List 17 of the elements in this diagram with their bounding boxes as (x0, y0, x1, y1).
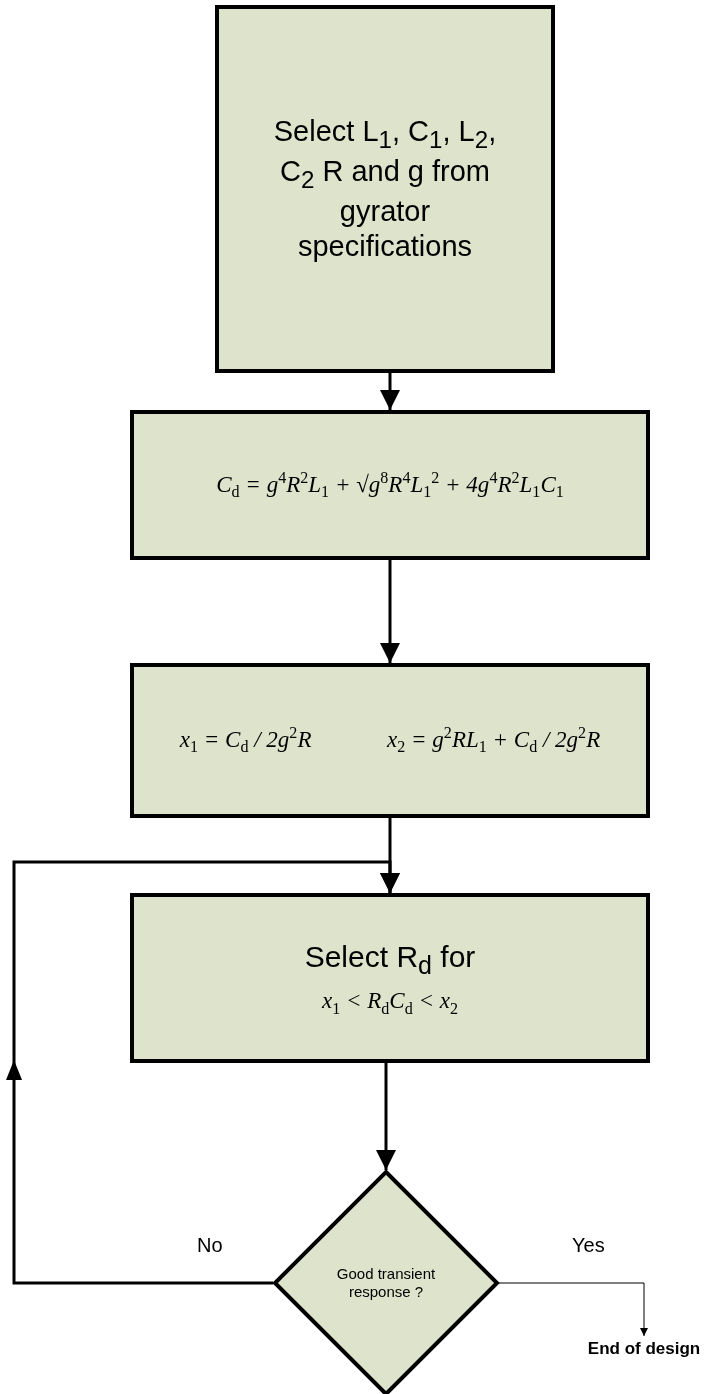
formula: x$_{1}$ = C$_{d}$ / 2g$^{2}$R (179, 724, 312, 757)
step-text: Select L$_{1}$, C$_{1}$, L$_{2}$, C$_{2}$ R and g from gyrator specifications (272, 114, 498, 264)
formula: x$_{2}$ = g$^{2}$RL$_{1}$ + C$_{d}$ / 2g$^{2}$R (387, 724, 601, 757)
arrow (380, 373, 400, 410)
arrow (498, 1282, 648, 1337)
end-label: End of design (587, 1338, 701, 1360)
process-box (130, 893, 650, 1063)
formula: C$_{d}$ = g$^{4}$R$^{2}$L$_{1}$ + √g$^{8}$R$^{4}$L$_{1}$$^{2}$ + 4g$^{4}$R$^{2}$L$_{1}$C$_{1}$ (216, 468, 564, 502)
step-text: Good transient response ? (336, 1265, 436, 1300)
process-box (130, 410, 650, 560)
step-text: Select R$_{d}$ for (304, 938, 476, 980)
arrow (380, 560, 400, 663)
process-box (215, 5, 555, 373)
arrow (376, 1063, 396, 1170)
arrow (12, 860, 400, 1285)
process-box (130, 663, 650, 818)
formula: x$_{1}$ < R$_{d}$C$_{d}$ < x$_{2}$ (321, 987, 459, 1018)
